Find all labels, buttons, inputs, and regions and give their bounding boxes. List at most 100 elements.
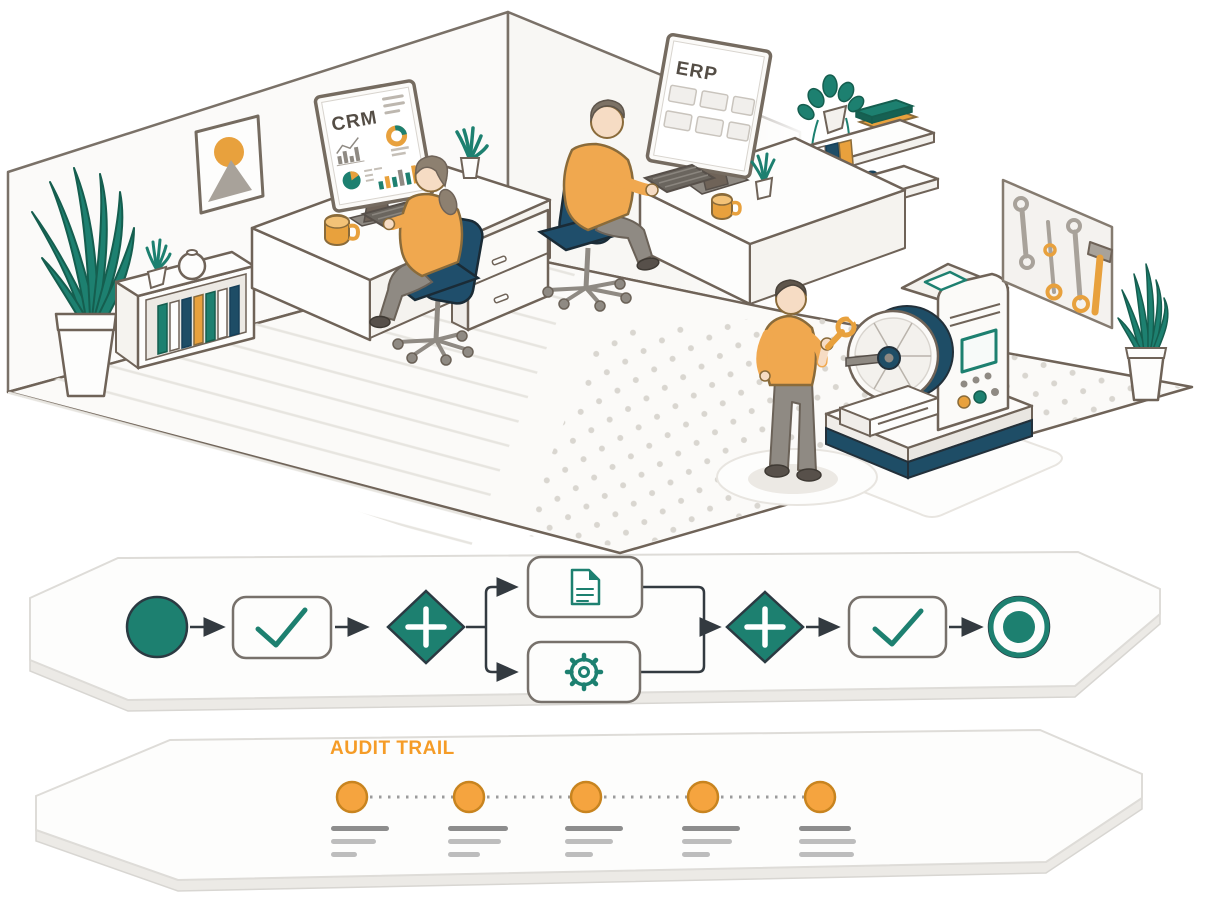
employee-arm xyxy=(386,210,422,230)
erp-monitor: ERP xyxy=(645,32,773,195)
technician-shoe xyxy=(764,464,790,478)
skeleton-line xyxy=(799,839,856,844)
machine-tray xyxy=(839,385,939,438)
coffee-mug xyxy=(324,214,361,246)
sideboard xyxy=(114,238,256,370)
machine-wheel xyxy=(845,305,954,403)
floor-plant xyxy=(31,167,135,398)
snake-plant xyxy=(1117,263,1169,402)
employee-hair xyxy=(415,155,449,188)
event-dot xyxy=(686,780,720,814)
skeleton-line xyxy=(331,839,376,844)
check-icon xyxy=(255,607,308,648)
workflow-start-event xyxy=(125,595,189,659)
employee-ponytail xyxy=(438,188,458,216)
flow-join-bottom xyxy=(640,627,706,674)
employee-hair xyxy=(590,99,625,123)
employee-legs xyxy=(378,260,434,322)
machine-buttons xyxy=(957,372,999,409)
books-row xyxy=(157,284,240,355)
skeleton-line xyxy=(448,852,480,857)
screwdriver-tool-icon xyxy=(1043,220,1063,301)
audit-event xyxy=(682,780,740,857)
skeleton-line xyxy=(565,852,593,857)
crm-workstation: CRM xyxy=(250,79,552,366)
employee-shoe xyxy=(369,315,391,329)
shelf-plant xyxy=(145,238,172,290)
hammer-tool-icon xyxy=(1087,241,1113,316)
wall-art-frame xyxy=(194,114,265,215)
skeleton-line xyxy=(682,826,740,831)
drawer-handle xyxy=(493,293,509,304)
skeleton-line xyxy=(565,826,623,831)
crm-employee xyxy=(369,155,464,329)
technician xyxy=(756,279,861,482)
crm-screen xyxy=(321,86,427,206)
mountain-motif xyxy=(208,160,252,202)
technician-hand xyxy=(759,370,771,382)
event-dot xyxy=(335,780,369,814)
workflow-task-document xyxy=(526,555,644,619)
machine-body xyxy=(900,262,1010,432)
machine xyxy=(824,262,1034,480)
crm-dashboard-charts xyxy=(336,94,426,190)
workflow-task-gear xyxy=(526,640,642,704)
skeleton-line xyxy=(682,852,710,857)
technician-hair xyxy=(775,279,807,299)
workflow-layer xyxy=(29,550,1161,712)
machine-top-detail xyxy=(923,270,968,292)
erp-employee xyxy=(562,99,660,271)
technician-arm-left xyxy=(756,329,774,378)
workflow-gateway-split xyxy=(386,589,466,665)
wrench-tool-icon xyxy=(1013,196,1035,270)
tool-pegboard xyxy=(1001,178,1114,330)
desk-plant xyxy=(455,126,489,179)
workflow-task-check-2 xyxy=(847,595,948,659)
audit-title: AUDIT TRAIL xyxy=(330,738,455,759)
skeleton-line xyxy=(331,826,389,831)
audit-event xyxy=(799,780,856,857)
audit-event xyxy=(331,780,389,857)
workflow-gateway-join xyxy=(725,590,805,664)
round-vase xyxy=(177,249,207,281)
erp-workstation: ERP xyxy=(537,32,907,312)
plant-pot xyxy=(1126,350,1166,402)
employee-arm xyxy=(592,162,654,196)
flow-split-top xyxy=(466,587,515,629)
technician-shoe xyxy=(796,468,822,482)
audit-layer: AUDIT TRAIL xyxy=(35,728,1143,892)
document-icon xyxy=(570,568,601,606)
event-dot xyxy=(569,780,603,814)
plant-pot xyxy=(56,324,116,398)
employee-hand xyxy=(382,217,396,231)
wrench-tool-icon xyxy=(1066,218,1090,313)
erp-card-grid xyxy=(663,84,756,142)
audit-event xyxy=(448,780,508,857)
gear-icon xyxy=(564,652,604,692)
check-icon xyxy=(872,608,924,647)
audit-event xyxy=(565,780,623,857)
coffee-mug xyxy=(711,193,742,220)
workflow-task-check-1 xyxy=(231,595,333,660)
workflow-platform-top xyxy=(29,550,1161,702)
flow-join-top xyxy=(642,585,706,627)
wrench-icon xyxy=(825,310,861,350)
technician-shadow xyxy=(748,464,838,494)
drawer-handle xyxy=(491,255,507,266)
event-dot xyxy=(803,780,837,814)
employee-shoe xyxy=(636,257,660,271)
technician-torso xyxy=(763,314,818,387)
office-scene: CRM xyxy=(6,10,1194,555)
workflow-end-event xyxy=(987,595,1051,659)
skeleton-line xyxy=(331,852,357,857)
machine-screen xyxy=(960,328,998,374)
hanging-plant-pot xyxy=(822,104,848,135)
skeleton-line xyxy=(682,839,732,844)
desk-plant xyxy=(750,152,776,201)
plus-icon xyxy=(405,606,447,648)
skeleton-line xyxy=(799,826,851,831)
audit-timeline xyxy=(331,780,856,857)
crm-monitor: CRM xyxy=(313,79,435,227)
